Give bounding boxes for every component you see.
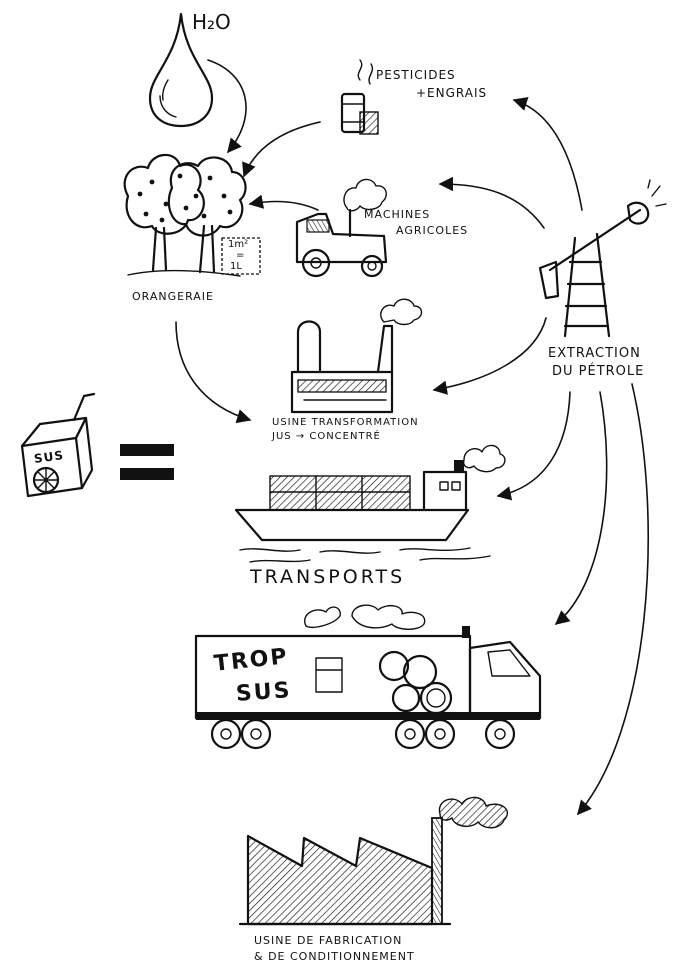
arrow-oil-to-tractor <box>438 176 545 229</box>
truck-logo-line2: SUS <box>235 678 293 707</box>
plant-label-line1: Usine transformation <box>272 417 419 428</box>
arrow-orchard-to-plant <box>175 321 252 424</box>
arrow-oil-to-truck <box>554 391 608 625</box>
flow-arrows <box>175 59 649 816</box>
oil-label-line1: Extraction <box>548 346 641 361</box>
arrow-oil-to-ship <box>496 391 571 501</box>
oil-derrick-icon <box>538 179 667 338</box>
orange-orchard-icon <box>123 153 261 277</box>
arrow-water-to-orchard <box>207 59 247 154</box>
cargo-ship-icon <box>234 444 506 563</box>
oil-label-line2: du pétrole <box>552 364 645 379</box>
arrow-pesticides-to-orchard <box>242 121 321 178</box>
water-label: H₂O <box>192 10 231 34</box>
orchard-label: Orangeraie <box>132 290 214 303</box>
juice-box-icon <box>20 392 96 498</box>
arrow-oil-to-plant <box>432 317 547 395</box>
orchard-ratio-top: 1m² <box>228 239 249 250</box>
transports-label: TRANSPORTS <box>250 566 406 588</box>
pesticides-label-line2: +engrais <box>416 86 488 100</box>
factory-label-line2: & de conditionnement <box>254 950 415 963</box>
pesticide-jar-icon <box>340 59 379 135</box>
delivery-truck-icon <box>194 604 542 750</box>
water-drop-icon <box>148 12 214 128</box>
plant-label-line2: jus → concentré <box>272 431 381 442</box>
machines-label-line2: agricoles <box>396 224 469 237</box>
machines-label-line1: Machines <box>364 208 431 221</box>
arrow-tractor-to-orchard <box>248 194 319 211</box>
processing-plant-icon <box>290 298 423 414</box>
arrow-oil-to-factory <box>577 383 649 816</box>
factory-label-line1: Usine de fabrication <box>254 934 403 947</box>
orchard-ratio-bottom: 1L <box>230 261 242 272</box>
arrow-oil-to-pesticides <box>512 97 583 211</box>
tractor-icon <box>295 178 388 278</box>
packaging-factory-icon <box>238 796 509 926</box>
pesticides-label-line1: Pesticides <box>376 68 456 82</box>
orchard-ratio-mid: = <box>236 250 246 261</box>
equals-sign <box>120 444 174 480</box>
